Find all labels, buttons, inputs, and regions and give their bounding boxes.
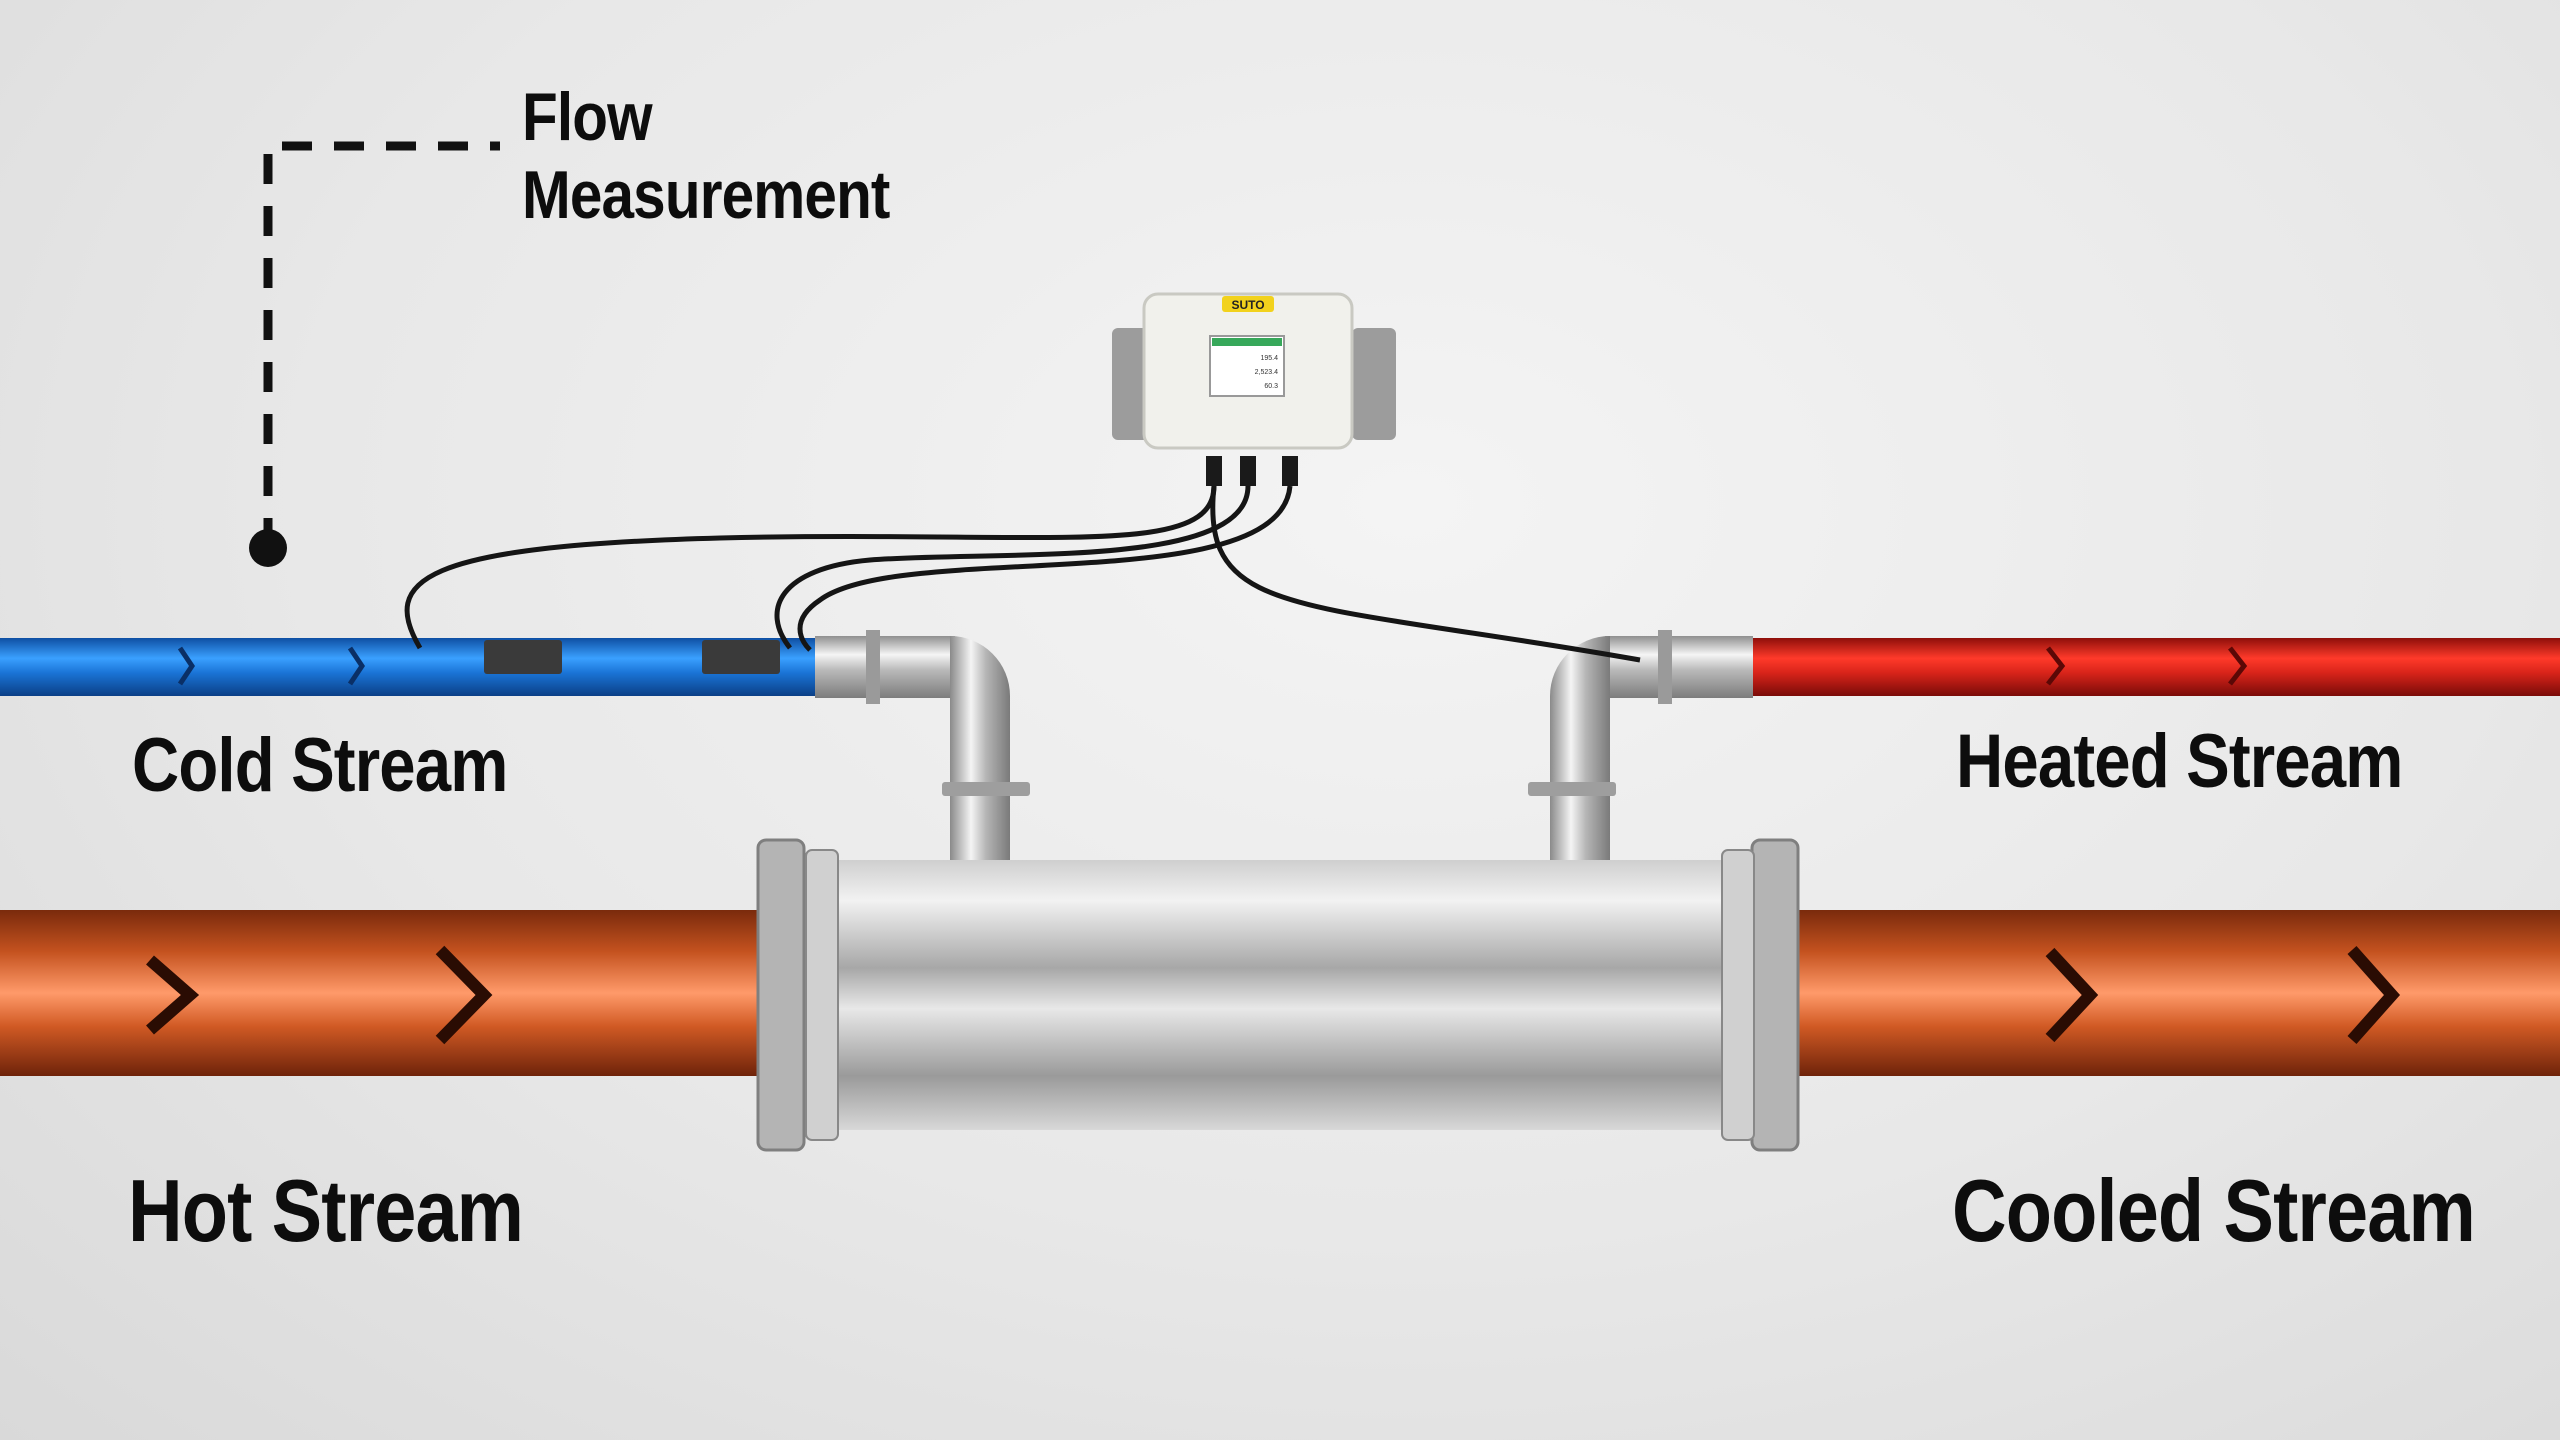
clamp-on-sensor-1 xyxy=(484,640,562,674)
leader-dot-icon xyxy=(249,529,287,567)
hot-stream-label: Hot Stream xyxy=(128,1161,524,1260)
inlet-elbow-left xyxy=(815,630,1030,870)
flow-label-line1: Flow xyxy=(522,79,653,155)
flow-arrow-icon xyxy=(177,646,366,686)
flow-measurement-label: Flow Measurement xyxy=(522,78,890,234)
clamp-on-sensor-2 xyxy=(702,640,780,674)
screen-value-2: 2,523.4 xyxy=(1255,369,1278,376)
dashed-leader-line-icon xyxy=(263,141,500,548)
flow-arrow-icon xyxy=(146,945,493,1045)
cooled-stream-label: Cooled Stream xyxy=(1952,1161,2476,1260)
flow-transmitter-device: SUTO 195.4 2,523.4 60.3 xyxy=(1112,292,1396,486)
flow-arrow-icon xyxy=(2046,646,2248,686)
outlet-elbow-right xyxy=(1528,630,1753,870)
heat-exchanger-vessel xyxy=(756,838,1800,1152)
brand-badge xyxy=(1222,296,1274,312)
screen-value-1: 195.4 xyxy=(1260,355,1278,362)
screen-value-3: 60.3 xyxy=(1264,383,1278,390)
brand-logo-text: SUTO xyxy=(1231,298,1264,312)
heated-stream-pipe xyxy=(1748,638,2560,696)
flow-label-line2: Measurement xyxy=(522,157,890,233)
sensor-cables xyxy=(404,485,1641,663)
flow-arrow-icon xyxy=(2045,946,2401,1044)
cold-stream-label: Cold Stream xyxy=(132,723,508,808)
cold-stream-pipe xyxy=(0,638,820,696)
heated-stream-label: Heated Stream xyxy=(1956,719,2403,804)
